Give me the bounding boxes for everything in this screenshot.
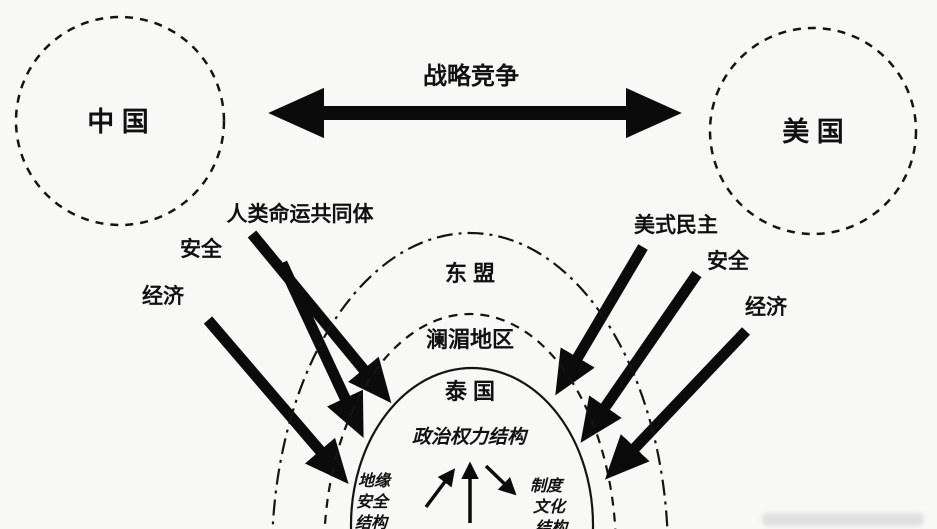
asean-label: 东 盟 [445,261,495,286]
thailand-label: 泰 国 [444,379,495,404]
institutional-culture-line-3: 结构 [535,519,570,529]
china-circle [14,15,226,227]
usa-economy-label: 经济 [745,295,788,319]
institutional-culture-structure-label: 制度 文化 结构 [530,477,570,529]
china-influence-arrow-1 [247,230,392,404]
usa-ideology-label: 美式民主 [634,213,718,237]
china-influence-arrow-3 [203,316,349,485]
geo-security-structure-label: 地缘 安全 结构 [355,472,392,529]
usa-influence-arrow-3 [604,327,750,480]
watermark [762,513,924,526]
geo-security-arrow [424,468,456,509]
geo-security-line-2: 安全 [356,493,391,511]
geo-security-line-3: 结构 [355,514,390,529]
geo-security-line-1: 地缘 [358,472,392,490]
institutional-culture-line-2: 文化 [533,498,568,516]
usa-security-label: 安全 [707,249,750,273]
china-label: 中 国 [87,107,149,137]
strategic-competition-label: 战略竞争 [423,62,519,90]
political-power-structure-label: 政治权力结构 [412,426,529,448]
institutional-culture-arrow [484,464,517,496]
thailand-circle [349,366,595,529]
china-ideology-label: 人类命运共同体 [227,202,375,226]
lancang-mekong-label: 澜湄地区 [426,327,514,352]
usa-influence-arrow-2 [580,270,702,443]
lancang-mekong-ring [323,312,617,529]
china-economy-label: 经济 [142,284,185,308]
institutional-culture-line-1: 制度 [530,477,565,495]
asean-ring [271,231,669,529]
usa-label: 美 国 [782,116,844,147]
china-security-label: 安全 [180,237,223,261]
usa-circle [708,26,918,236]
